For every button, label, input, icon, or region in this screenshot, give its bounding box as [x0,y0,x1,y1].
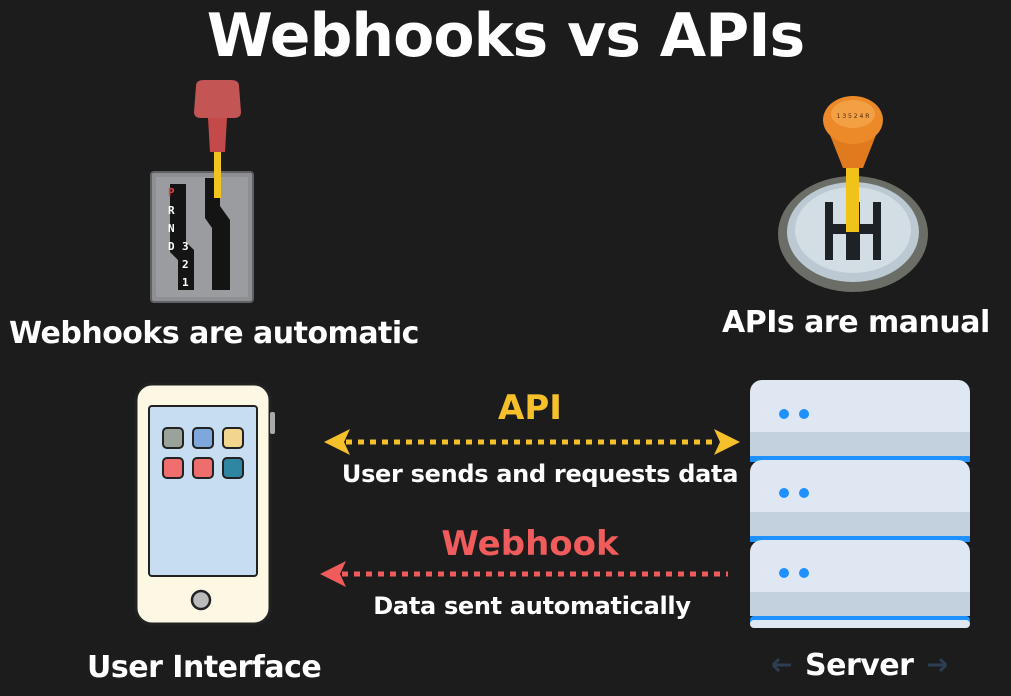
page-title: Webhooks vs APIs [206,1,806,71]
shift-letter-r: R [168,204,175,217]
user-interface-label: User Interface [87,650,322,685]
home-button[interactable] [190,589,212,611]
manual-gear-shifter-icon: 1 3 5 2 4 R [778,96,928,292]
webhooks-caption: Webhooks are automatic [9,316,419,351]
webhook-arrow [320,561,728,587]
server-label: Server [805,648,914,683]
shift-number-3: 3 [182,240,189,253]
app-icon[interactable] [222,457,244,479]
shift-number-1: 1 [182,276,189,289]
webhook-description: Data sent automatically [373,592,691,620]
app-icon[interactable] [192,427,214,449]
server-icon [750,380,970,628]
app-icon[interactable] [222,427,244,449]
shift-number-2: 2 [182,258,189,271]
shift-letter-p: P [168,186,175,199]
phone-icon [134,382,275,626]
app-icon[interactable] [162,457,184,479]
api-description: User sends and requests data [341,460,739,488]
shift-letter-n: N [168,222,175,235]
shift-letter-d: D [168,240,175,253]
app-icon[interactable] [162,427,184,449]
app-icon[interactable] [192,457,214,479]
apis-caption: APIs are manual [722,305,990,340]
automatic-gear-shifter-icon: P R N D 3 2 1 [150,80,254,303]
api-double-arrow [324,429,740,455]
api-label: API [498,388,562,428]
arrow-left-icon [771,657,791,673]
arrow-right-icon [928,657,948,673]
webhook-label: Webhook [441,524,619,564]
manual-gear-pattern: 1 3 5 2 4 R [837,113,870,120]
